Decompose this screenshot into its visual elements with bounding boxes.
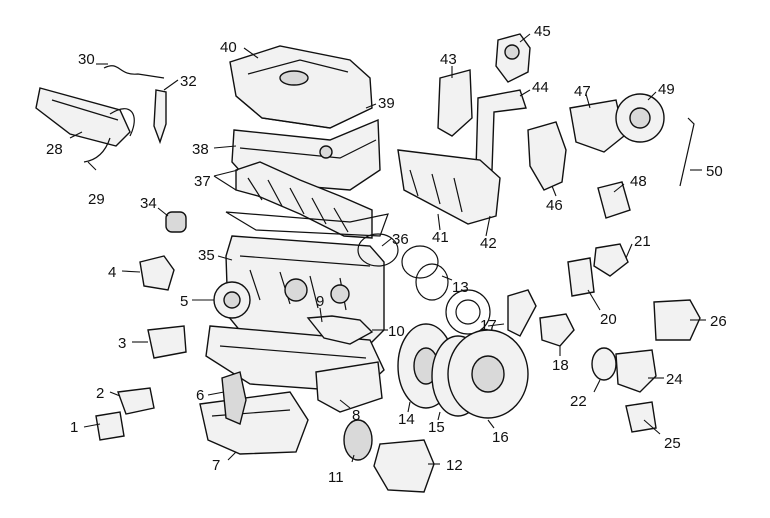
starter-26 xyxy=(653,299,701,341)
label-40: 40 xyxy=(220,39,237,56)
label-28: 28 xyxy=(46,141,63,158)
mount-1 xyxy=(95,411,125,441)
label-37: 37 xyxy=(194,173,211,190)
mount-48 xyxy=(597,181,631,219)
label-30: 30 xyxy=(78,51,95,68)
label-47: 47 xyxy=(574,83,591,100)
release-fork-17 xyxy=(507,289,537,337)
label-21: 21 xyxy=(634,233,651,250)
label-7: 7 xyxy=(212,457,220,474)
label-20: 20 xyxy=(600,311,617,328)
mount-25 xyxy=(625,401,657,433)
label-43: 43 xyxy=(440,51,457,68)
leader-lines xyxy=(69,33,706,465)
label-26: 26 xyxy=(710,313,727,330)
water-pump xyxy=(213,281,251,319)
label-48: 48 xyxy=(630,173,647,190)
head-gasket xyxy=(225,211,389,237)
label-9: 9 xyxy=(316,293,324,310)
label-46: 46 xyxy=(546,197,563,214)
turbocharger-49 xyxy=(615,93,665,143)
label-5: 5 xyxy=(180,293,188,310)
filter-22 xyxy=(591,347,617,381)
label-1: 1 xyxy=(70,419,78,436)
label-49: 49 xyxy=(658,81,675,98)
return-pipe xyxy=(83,137,111,163)
thermostat-housing xyxy=(139,255,175,291)
label-25: 25 xyxy=(664,435,681,452)
gaskets-36-13 xyxy=(357,233,491,335)
label-22: 22 xyxy=(570,393,587,410)
label-29: 29 xyxy=(88,191,105,208)
bracket-18 xyxy=(539,313,575,347)
bracket-46 xyxy=(527,121,567,191)
bracket-20 xyxy=(567,257,595,297)
part-labels: 1 2 3 4 5 6 7 8 9 10 11 12 13 14 15 16 1… xyxy=(46,23,727,486)
label-12: 12 xyxy=(446,457,463,474)
bracket-21 xyxy=(593,243,629,277)
label-35: 35 xyxy=(198,247,215,264)
label-41: 41 xyxy=(432,229,449,246)
label-15: 15 xyxy=(428,419,445,436)
label-8: 8 xyxy=(352,407,360,424)
sensor-34 xyxy=(165,211,187,233)
oil-pickup xyxy=(221,371,247,425)
label-4: 4 xyxy=(108,264,116,281)
label-3: 3 xyxy=(118,335,126,352)
intake-manifold xyxy=(235,161,373,239)
mount-2 xyxy=(117,387,155,415)
oil-pan xyxy=(199,391,309,455)
label-36: 36 xyxy=(392,231,409,248)
cylinder-head-cover xyxy=(229,45,373,129)
label-16: 16 xyxy=(492,429,509,446)
fuel-pipe xyxy=(103,65,165,79)
label-24: 24 xyxy=(666,371,683,388)
label-14: 14 xyxy=(398,411,415,428)
mount-24 xyxy=(615,349,657,393)
egr-valve-45 xyxy=(495,33,531,83)
injector xyxy=(153,89,167,145)
label-32: 32 xyxy=(180,73,197,90)
label-17: 17 xyxy=(480,317,497,334)
label-50: 50 xyxy=(706,163,723,180)
pulley-11 xyxy=(343,419,373,461)
heat-shield-43 xyxy=(437,69,473,137)
pump-12 xyxy=(373,439,435,493)
label-10: 10 xyxy=(388,323,405,340)
label-13: 13 xyxy=(452,279,469,296)
pressure-plate-16 xyxy=(447,329,529,419)
heat-shield-47 xyxy=(569,99,625,153)
label-44: 44 xyxy=(532,79,549,96)
oil-filter xyxy=(147,325,187,359)
idler-9-10 xyxy=(306,315,374,345)
label-18: 18 xyxy=(552,357,569,374)
fuel-rail xyxy=(35,87,135,147)
label-11: 11 xyxy=(328,469,344,486)
label-34: 34 xyxy=(140,195,157,212)
label-42: 42 xyxy=(480,235,497,252)
exhaust-manifold-41-42 xyxy=(397,149,501,225)
lower-frame xyxy=(315,361,383,413)
pipe-50 xyxy=(679,117,695,187)
label-6: 6 xyxy=(196,387,204,404)
label-39: 39 xyxy=(378,95,395,112)
label-45: 45 xyxy=(534,23,551,40)
pipe-44 xyxy=(475,89,527,171)
label-38: 38 xyxy=(192,141,209,158)
label-2: 2 xyxy=(96,385,104,402)
